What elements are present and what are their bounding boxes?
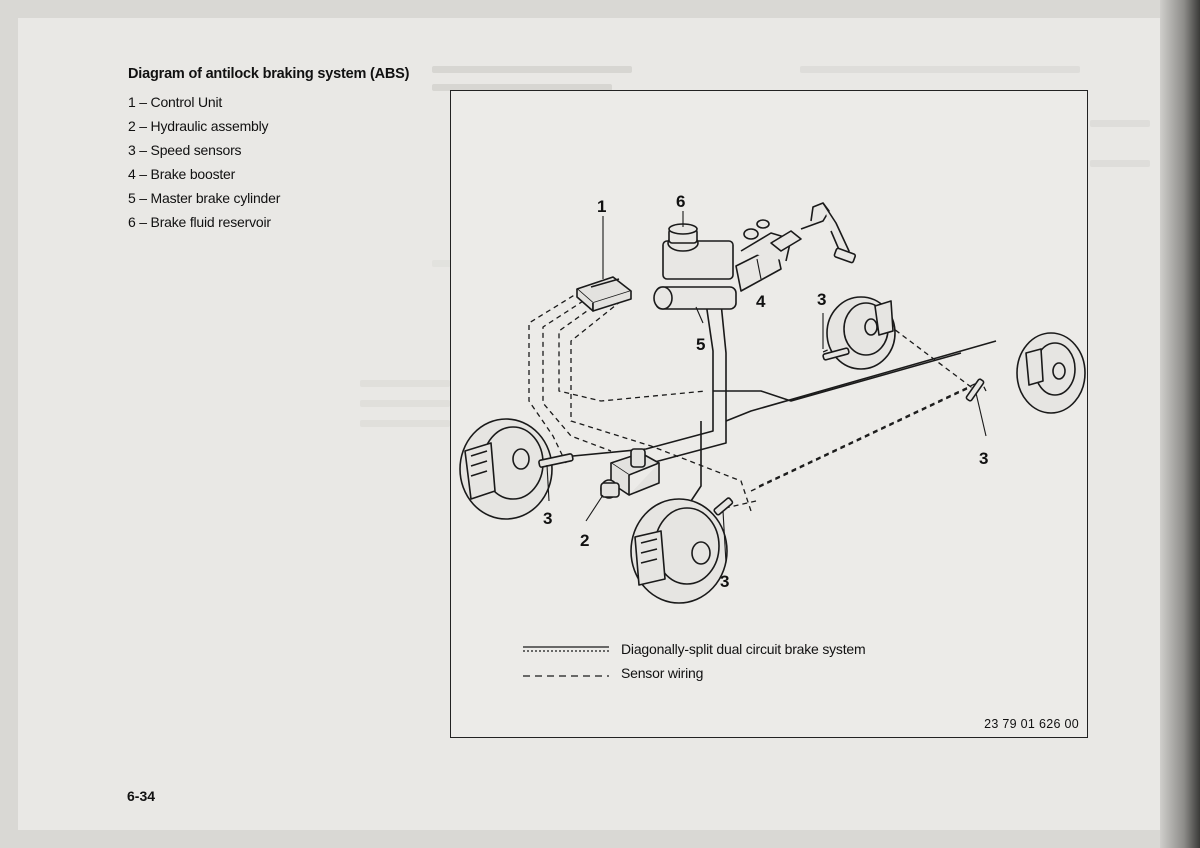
key-symbols [523,646,609,677]
callout-2-hydraulic-assembly: 2 [580,531,590,550]
diagram-title: Diagram of antilock braking system (ABS) [128,66,410,82]
callout-leaders [546,211,987,564]
control-unit-part [576,276,632,312]
key-label-sensor-wiring: Sensor wiring [621,665,704,681]
callout-3-front-right-sensor: 3 [979,449,989,468]
component-item-speed-sensors: 3 – Speed sensors [128,142,242,158]
component-list: 1 – Control Unit 2 – Hydraulic assembly … [128,90,428,234]
key-label-brake-lines: Diagonally-split dual circuit brake syst… [621,641,866,657]
page-edge-shadow [1160,0,1200,848]
speed-sensor-front-right [965,378,985,402]
component-item-control-unit: 1 – Control Unit [128,94,223,110]
hydraulic-assembly-part [600,448,660,499]
master-cylinder-assembly [653,202,857,310]
callout-5-master-cylinder: 5 [696,335,706,354]
speed-sensor-rear-left [713,497,734,516]
component-item-hydraulic-assembly: 2 – Hydraulic assembly [128,118,269,134]
callout-3-front-left-sensor: 3 [543,509,553,528]
abs-diagram-illustration [459,202,1086,677]
sensor-wiring [528,290,987,512]
component-item-brake-fluid-reservoir: 6 – Brake fluid reservoir [128,214,271,230]
speed-sensor-rear-right [822,347,850,361]
component-item-master-brake-cylinder: 5 – Master brake cylinder [128,190,281,206]
abs-legend: Diagram of antilock braking system (ABS)… [128,66,428,234]
abs-diagram-figure: 1 6 4 5 3 3 3 2 3 Diagonally-split dual … [450,90,1088,738]
component-item-brake-booster: 4 – Brake booster [128,166,236,182]
brake-disc-front-right [1016,332,1086,414]
page-number: 6-34 [127,788,156,804]
brake-disc-rear-left [630,498,728,604]
callout-3-rear-right-sensor: 3 [817,290,827,309]
callout-6-reservoir: 6 [676,192,686,211]
callout-4-booster: 4 [756,292,766,311]
figure-code: 23 79 01 626 00 [984,717,1079,731]
brake-disc-rear-right [826,296,896,370]
speed-sensor-front-left [538,453,574,468]
callout-1-control-unit: 1 [597,197,607,216]
brake-lines [520,302,997,502]
callout-3-rear-left-sensor: 3 [720,572,730,591]
brake-disc-front-left [459,418,553,520]
